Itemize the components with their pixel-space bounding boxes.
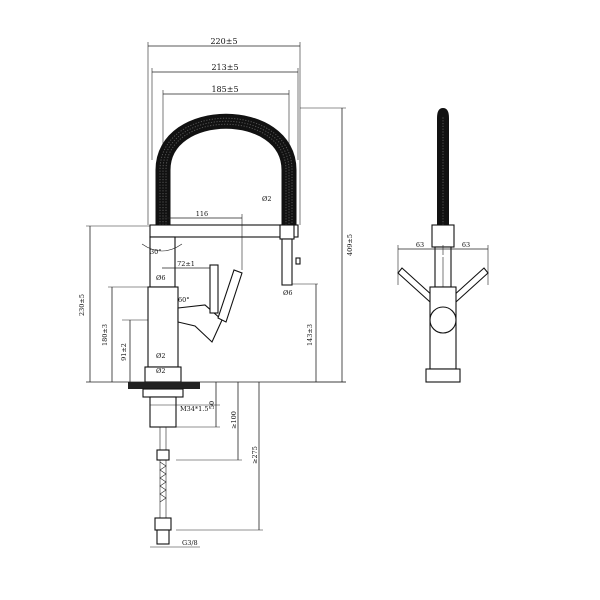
spout-arm [149, 224, 299, 238]
faucet-body [147, 286, 179, 368]
mounting-nut [142, 388, 184, 398]
label-shank-len: 50 [208, 401, 216, 409]
spray-button [295, 257, 301, 265]
label-min-275: ≥275 [251, 446, 259, 464]
dimension-height-spout: 143±3 [290, 283, 318, 382]
label-diameter-d: Ø2 [156, 367, 165, 375]
label-height-spout: 143±3 [306, 324, 314, 346]
side-hose [437, 108, 449, 225]
label-width-overall: 220±5 [210, 37, 237, 46]
hose-fitting [154, 517, 172, 531]
dimension-height-lever: 180±3 [101, 286, 150, 382]
front-view: 220±5 213±5 185±5 409±5 143±3 [78, 37, 354, 548]
spray-head-collar [279, 224, 295, 240]
label-side-left: 63 [416, 241, 424, 249]
label-thread: M34*1.5 [180, 405, 209, 413]
label-diameter-a: Ø6 [156, 274, 165, 282]
label-width-inner: 185±5 [211, 85, 238, 94]
label-angle: 30° [150, 248, 162, 256]
label-diameter-c: Ø2 [156, 352, 165, 360]
dimension-width-inner: 185±5 [162, 85, 290, 150]
deck-plate [128, 382, 200, 389]
label-height-total: 409±5 [346, 234, 354, 256]
side-view: 63 63 [397, 108, 489, 383]
label-lever-size: 72±1 [177, 260, 195, 268]
hose-connector-top [156, 449, 170, 461]
dimension-width-overall: 220±5 [147, 37, 301, 225]
dimension-spout-reach: 116 [162, 210, 243, 270]
dimension-width-mid: 213±5 [151, 63, 299, 160]
spout-hose [155, 113, 297, 225]
side-handle-hub [429, 306, 457, 334]
label-lever-angle: 60° [178, 296, 190, 304]
label-spout-reach: 116 [196, 210, 208, 218]
dimension-height-lower: 91±2 [120, 319, 150, 382]
column-upper [149, 236, 176, 288]
side-spout-collar [431, 224, 455, 248]
shank [149, 396, 177, 428]
label-height-body: 230±5 [78, 294, 86, 316]
label-diameter-b: Ø6 [283, 289, 292, 297]
swivel-arc [141, 243, 183, 252]
handle-lever [177, 264, 243, 343]
lever-arm [217, 269, 243, 323]
spray-head [281, 238, 293, 286]
label-height-lower: 91±2 [120, 343, 128, 361]
label-diameter-hose: Ø2 [262, 195, 271, 203]
label-inlet: G3/8 [182, 539, 198, 547]
side-base [425, 368, 461, 383]
label-height-lever: 180±3 [101, 324, 109, 346]
label-width-mid: 213±5 [211, 63, 238, 72]
hose-end [156, 529, 170, 545]
dimension-height-body: 230±5 [78, 225, 150, 382]
label-min-100: ≥100 [230, 411, 238, 429]
braid [159, 461, 167, 503]
handle-stem [209, 264, 219, 314]
label-side-right: 63 [462, 241, 470, 249]
